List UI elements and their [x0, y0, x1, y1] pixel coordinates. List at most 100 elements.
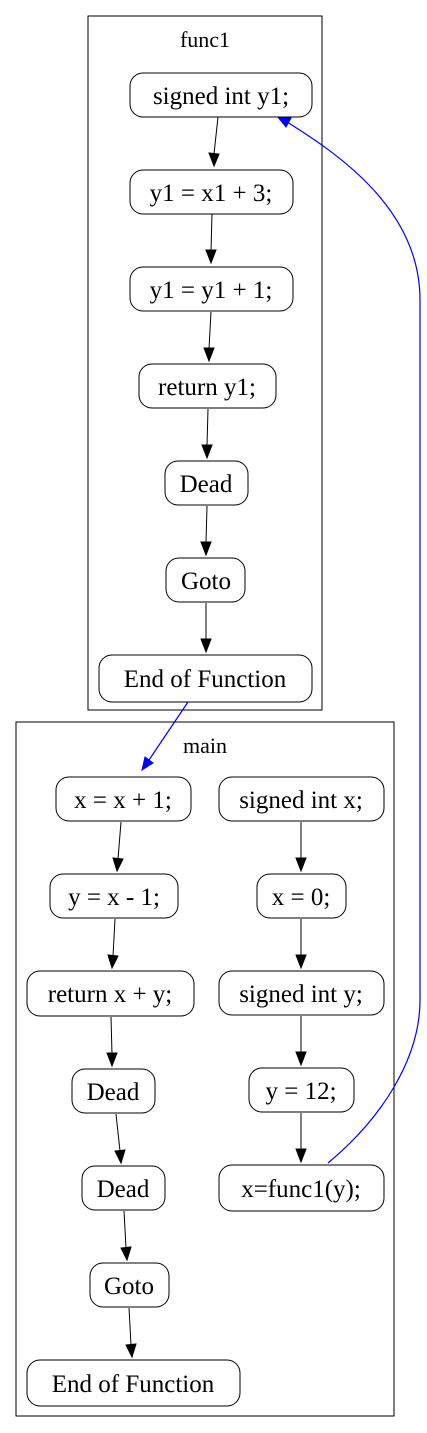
- node-signed-int-y1-box: [129, 72, 313, 118]
- node-x-increment-label: x = x + 1;: [74, 787, 172, 814]
- node-signed-int-y-box: [218, 970, 385, 1016]
- edge-main-left-5-arrowhead: [120, 1246, 132, 1262]
- node-return-y1[interactable]: return y1;: [138, 363, 277, 409]
- node-main-goto-box: [89, 1262, 170, 1308]
- edge-main-left-3: [110, 1016, 113, 1055]
- edge-main-left-3-arrowhead: [106, 1052, 118, 1068]
- return-edge-to-main: [148, 701, 189, 761]
- edge-main-left-6-arrowhead: [125, 1343, 137, 1359]
- node-x-assign-0[interactable]: x = 0;: [256, 873, 347, 919]
- edge-func1-2: [210, 213, 213, 252]
- node-x-assign-func1-call[interactable]: x=func1(y);: [218, 1164, 385, 1212]
- node-main-dead-1-label: Dead: [87, 1079, 140, 1106]
- node-return-y1-box: [138, 363, 277, 409]
- edge-main-left-2: [112, 918, 116, 957]
- cluster-func1-border: [87, 15, 323, 711]
- edge-func1-5: [205, 505, 208, 544]
- node-y-assign-x-minus-1-label: y = x - 1;: [68, 884, 160, 911]
- node-x-assign-func1-call-label: x=func1(y);: [241, 1176, 361, 1203]
- node-signed-int-y1[interactable]: signed int y1;: [129, 72, 313, 118]
- main-right-nodes: signed int x; x = 0; signed int y; y = 1…: [218, 776, 385, 1212]
- edge-main-right-4-arrowhead: [295, 1148, 307, 1164]
- node-y1-assign-x1-plus-3-label: y1 = x1 + 3;: [150, 180, 273, 207]
- node-x-assign-0-label: x = 0;: [272, 884, 331, 911]
- node-return-x-plus-y[interactable]: return x + y;: [26, 970, 195, 1017]
- cluster-func1-title: func1: [180, 27, 230, 52]
- func1-nodes: signed int y1; y1 = x1 + 3; y1 = y1 + 1;…: [98, 72, 313, 703]
- node-main-goto-label: Goto: [104, 1273, 154, 1300]
- node-y-assign-12[interactable]: y = 12;: [248, 1067, 355, 1113]
- node-y-assign-x-minus-1[interactable]: y = x - 1;: [49, 873, 179, 919]
- edge-func1-1-arrowhead: [208, 152, 220, 168]
- node-main-goto[interactable]: Goto: [89, 1262, 170, 1308]
- node-func1-goto-label: Goto: [181, 568, 231, 595]
- node-main-end-of-function-box: [26, 1359, 241, 1407]
- call-edges: [141, 115, 421, 1164]
- edge-main-left-1: [117, 821, 122, 860]
- edge-main-left-4: [115, 1113, 121, 1152]
- node-main-dead-2-box: [81, 1165, 166, 1211]
- node-func1-end-of-function-box: [98, 654, 313, 703]
- node-return-x-plus-y-label: return x + y;: [48, 981, 173, 1008]
- node-y-assign-12-box: [248, 1067, 355, 1113]
- edge-func1-2-arrowhead: [205, 249, 217, 265]
- node-main-dead-1-box: [71, 1068, 156, 1114]
- edge-func1-4: [206, 408, 209, 447]
- node-y1-increment-label: y1 = y1 + 1;: [150, 277, 273, 304]
- node-y1-assign-x1-plus-3-box: [129, 169, 294, 215]
- main-left-nodes: x = x + 1; y = x - 1; return x + y; Dead…: [26, 776, 241, 1407]
- node-return-y1-label: return y1;: [158, 374, 256, 401]
- node-main-dead-1[interactable]: Dead: [71, 1068, 156, 1114]
- cluster-func1: func1: [87, 15, 323, 711]
- node-signed-int-x-box: [218, 776, 385, 822]
- call-edge-to-func1-arrowhead: [275, 115, 292, 128]
- node-y1-increment[interactable]: y1 = y1 + 1;: [129, 266, 294, 312]
- edge-main-right-2-arrowhead: [295, 954, 307, 970]
- edge-main-right-1-arrowhead: [295, 857, 307, 873]
- node-func1-end-of-function-label: End of Function: [124, 666, 287, 693]
- node-return-x-plus-y-box: [26, 970, 195, 1017]
- edge-func1-4-arrowhead: [201, 444, 213, 460]
- edge-main-left-5: [123, 1210, 127, 1249]
- node-main-dead-2[interactable]: Dead: [81, 1165, 166, 1211]
- flow-edges: [106, 116, 307, 1359]
- node-func1-goto-box: [165, 557, 246, 603]
- cluster-main-title: main: [183, 733, 227, 758]
- node-x-increment-box: [55, 776, 192, 822]
- node-main-end-of-function-label: End of Function: [52, 1371, 215, 1398]
- node-func1-dead-label: Dead: [180, 471, 233, 498]
- edge-main-left-6: [128, 1307, 132, 1346]
- node-y1-increment-box: [129, 266, 294, 312]
- call-edge-to-func1: [286, 121, 421, 1164]
- edge-func1-3: [208, 311, 212, 350]
- edge-func1-3-arrowhead: [203, 347, 215, 363]
- edge-main-left-1-arrowhead: [112, 857, 124, 873]
- node-func1-dead[interactable]: Dead: [164, 460, 249, 506]
- edge-main-left-4-arrowhead: [114, 1149, 126, 1165]
- node-x-increment[interactable]: x = x + 1;: [55, 776, 192, 822]
- node-func1-end-of-function[interactable]: End of Function: [98, 654, 313, 703]
- node-signed-int-y[interactable]: signed int y;: [218, 970, 385, 1016]
- node-y-assign-x-minus-1-box: [49, 873, 179, 919]
- node-main-end-of-function[interactable]: End of Function: [26, 1359, 241, 1407]
- edge-main-left-2-arrowhead: [107, 954, 119, 970]
- node-signed-int-y1-label: signed int y1;: [153, 83, 289, 110]
- node-y1-assign-x1-plus-3[interactable]: y1 = x1 + 3;: [129, 169, 294, 215]
- edge-main-right-3-arrowhead: [295, 1051, 307, 1067]
- return-edge-to-main-arrowhead: [141, 756, 154, 772]
- node-signed-int-x-label: signed int x;: [239, 787, 363, 814]
- node-func1-dead-box: [164, 460, 249, 506]
- node-main-dead-2-label: Dead: [97, 1176, 150, 1203]
- node-signed-int-y-label: signed int y;: [239, 981, 363, 1008]
- node-y-assign-12-label: y = 12;: [265, 1078, 336, 1105]
- edge-func1-6-arrowhead: [200, 638, 212, 654]
- edge-func1-5-arrowhead: [200, 541, 212, 557]
- node-signed-int-x[interactable]: signed int x;: [218, 776, 385, 822]
- node-x-assign-0-box: [256, 873, 347, 919]
- node-x-assign-func1-call-box: [218, 1164, 385, 1212]
- node-func1-goto[interactable]: Goto: [165, 557, 246, 603]
- edge-func1-1: [213, 116, 219, 155]
- cluster-main: main: [15, 721, 395, 1417]
- cluster-main-border: [15, 721, 395, 1417]
